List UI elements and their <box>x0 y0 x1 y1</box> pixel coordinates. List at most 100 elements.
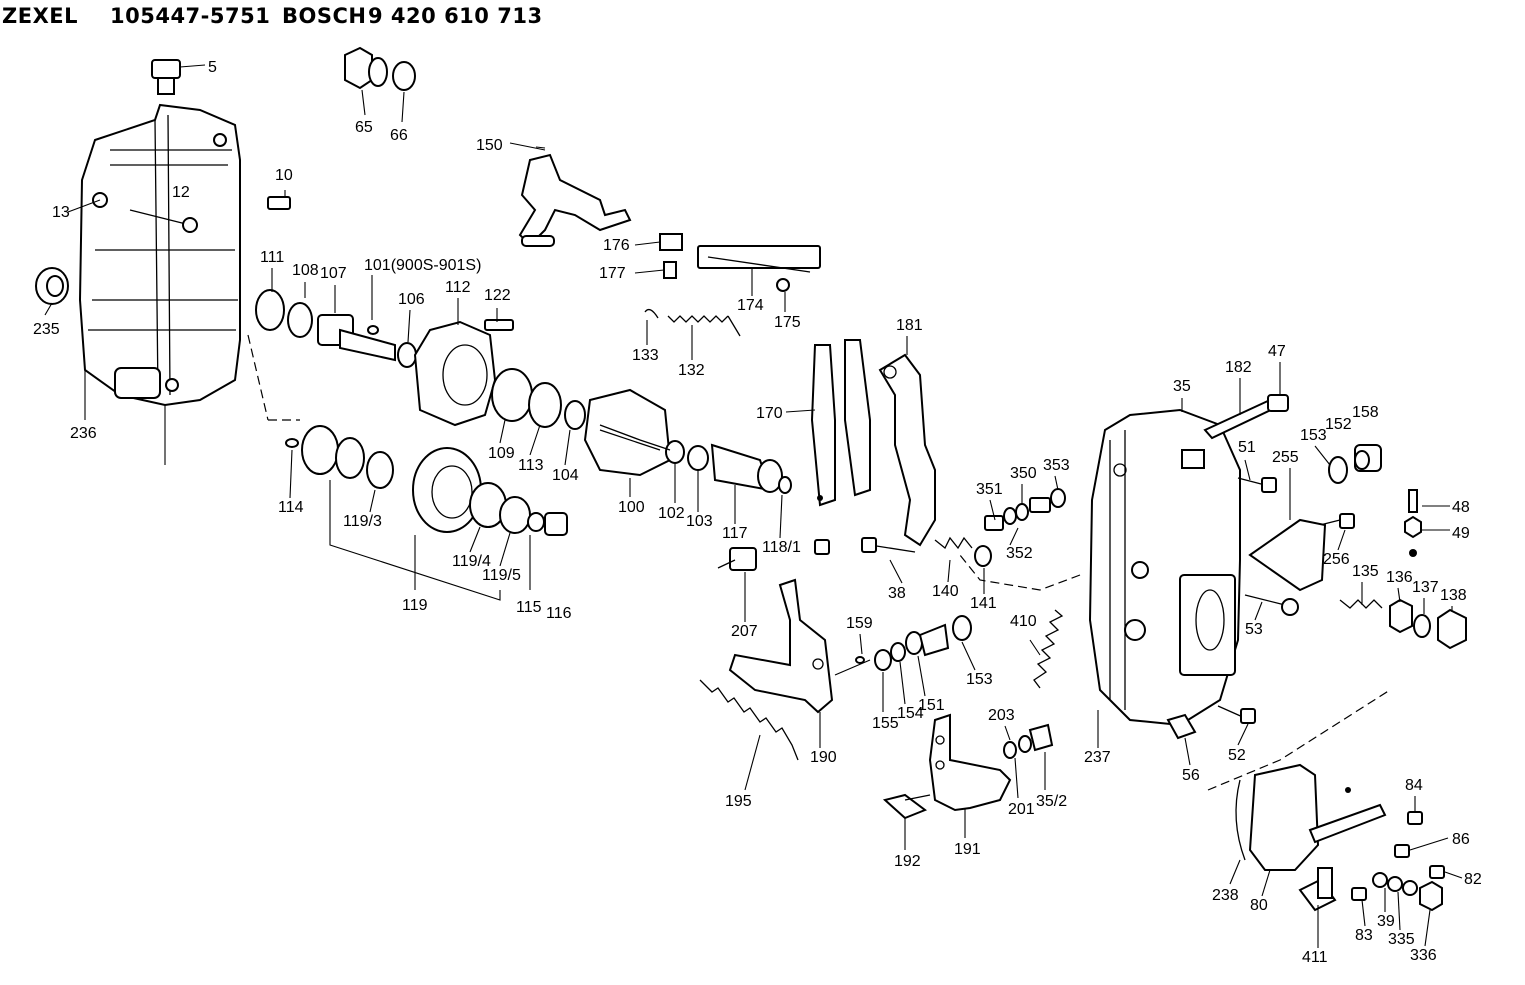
cap-158-ring-152 <box>1328 444 1382 484</box>
header-part-no: 105447-5751 <box>110 4 271 28</box>
callout-141: 141 <box>970 595 997 612</box>
callout-12: 12 <box>172 184 190 201</box>
callout-65: 65 <box>355 119 373 136</box>
callout-137: 137 <box>1412 579 1439 596</box>
callout-13: 13 <box>52 204 70 221</box>
pump-housing-35 <box>959 408 1241 727</box>
callout-181: 181 <box>896 317 923 334</box>
callout-122: 122 <box>484 287 511 304</box>
control-lever-150 <box>509 142 632 247</box>
bracket-207 <box>717 547 757 571</box>
callout-175: 175 <box>774 314 801 331</box>
callout-153a: 153 <box>1300 427 1327 444</box>
callout-238: 238 <box>1212 887 1239 904</box>
callout-100: 100 <box>618 499 645 516</box>
callout-83: 83 <box>1355 927 1373 944</box>
callout-155: 155 <box>872 715 899 732</box>
callout-119: 119 <box>402 597 428 614</box>
callout-35-2: 35/2 <box>1036 793 1067 810</box>
bolts-51-256 <box>1237 477 1355 529</box>
callout-237: 237 <box>1084 749 1111 766</box>
callout-236: 236 <box>70 425 97 442</box>
callout-235: 235 <box>33 321 60 338</box>
callout-335: 335 <box>1388 931 1415 948</box>
callout-201: 201 <box>1008 801 1035 818</box>
callout-35: 35 <box>1173 378 1191 395</box>
callout-207: 207 <box>731 623 758 640</box>
callout-102: 102 <box>658 505 685 522</box>
bolts-53-13 <box>1244 594 1299 616</box>
callout-119-3: 119/3 <box>343 513 382 530</box>
spring-132 <box>644 308 741 337</box>
callout-39: 39 <box>1377 913 1395 930</box>
nut-65-ring-66 <box>344 46 416 123</box>
callout-53: 53 <box>1245 621 1263 638</box>
bolts-10-12 <box>129 190 291 233</box>
callout-136: 136 <box>1386 569 1413 586</box>
callout-176: 176 <box>603 237 630 254</box>
lever-191 <box>882 713 1012 820</box>
callout-49: 49 <box>1452 525 1470 542</box>
callout-117: 117 <box>722 525 748 542</box>
cover-plate-80 <box>1207 689 1445 912</box>
callout-5: 5 <box>208 59 217 76</box>
callout-138: 138 <box>1440 587 1467 604</box>
callout-203: 203 <box>988 707 1015 724</box>
callout-51: 51 <box>1238 439 1256 456</box>
pin-182 <box>1203 394 1289 440</box>
callout-115: 115 <box>516 599 542 616</box>
callout-116: 116 <box>546 605 572 622</box>
callout-111: 111 <box>260 249 284 266</box>
callout-190: 190 <box>810 749 837 766</box>
callout-86: 86 <box>1452 831 1470 848</box>
callout-48: 48 <box>1452 499 1470 516</box>
callout-labels: 5 65 66 150 10 12 13 235 236 111 108 107… <box>33 59 1482 966</box>
callout-135: 135 <box>1352 563 1379 580</box>
callout-152a: 152 <box>1325 416 1352 433</box>
callout-56: 56 <box>1182 767 1200 784</box>
callout-82: 82 <box>1464 871 1482 888</box>
screw-135-138 <box>1339 598 1467 650</box>
callout-256: 256 <box>1323 551 1350 568</box>
callout-336: 336 <box>1410 947 1437 964</box>
header-brand: ZEXEL <box>2 4 78 28</box>
callout-107: 107 <box>320 265 347 282</box>
callout-80: 80 <box>1250 897 1268 914</box>
callout-103: 103 <box>686 513 713 530</box>
leader-lines <box>44 146 1463 948</box>
callout-108: 108 <box>292 262 319 279</box>
callout-101: 101(900S-901S) <box>364 257 481 274</box>
callout-114: 114 <box>278 499 304 516</box>
callout-84: 84 <box>1405 777 1423 794</box>
callout-350: 350 <box>1010 465 1037 482</box>
callout-140: 140 <box>932 583 959 600</box>
washers-201-203 <box>1003 723 1054 759</box>
callout-158: 158 <box>1352 404 1379 421</box>
callout-195: 195 <box>725 793 752 810</box>
callout-159: 159 <box>846 615 873 632</box>
callout-132: 132 <box>678 362 705 379</box>
callout-119-4: 119/4 <box>452 553 491 570</box>
callout-192: 192 <box>894 853 921 870</box>
header-maker-no: 9 420 610 713 <box>368 4 543 28</box>
governor-housing <box>78 103 300 465</box>
callout-38: 38 <box>888 585 906 602</box>
spring-410 <box>1033 609 1064 689</box>
callout-255: 255 <box>1272 449 1299 466</box>
plug-5 <box>151 59 206 95</box>
callout-411: 411 <box>1302 949 1328 966</box>
screw-48-nut-49 <box>1404 489 1422 557</box>
drive-shaft-group <box>255 289 568 601</box>
callout-410: 410 <box>1010 613 1037 630</box>
callout-150: 150 <box>476 137 503 154</box>
callout-154: 154 <box>897 705 924 722</box>
callout-352: 352 <box>1006 545 1033 562</box>
callout-109: 109 <box>488 445 515 462</box>
callout-10: 10 <box>275 167 293 184</box>
bolts-52-56 <box>1166 705 1256 740</box>
callout-52: 52 <box>1228 747 1246 764</box>
lever-190 <box>728 578 834 714</box>
callout-133: 133 <box>632 347 659 364</box>
